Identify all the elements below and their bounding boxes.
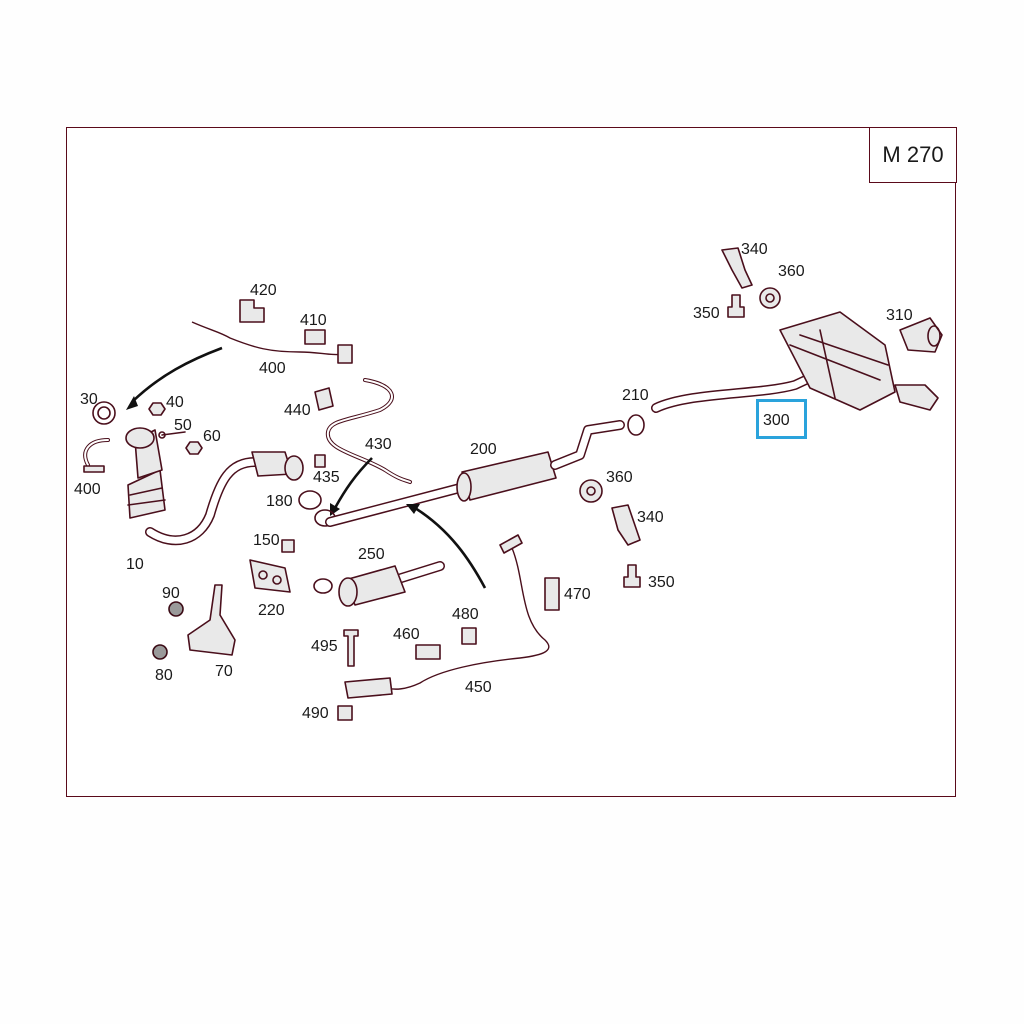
label-180[interactable]: 180 (266, 493, 293, 510)
arrowhead-clamp (330, 503, 340, 516)
part-470-bracket[interactable] (544, 577, 560, 611)
label-340a[interactable]: 340 (741, 241, 768, 258)
label-440[interactable]: 440 (284, 402, 311, 419)
part-450-sensor[interactable] (384, 534, 550, 690)
label-90[interactable]: 90 (162, 585, 180, 602)
label-50[interactable]: 50 (174, 417, 192, 434)
label-410[interactable]: 410 (300, 312, 327, 329)
label-360b[interactable]: 360 (606, 469, 633, 486)
part-490-nut[interactable] (337, 705, 353, 721)
part-430-sensor-wire[interactable] (325, 378, 412, 484)
part-310-tailpipe[interactable] (899, 317, 943, 353)
arrowhead-450 (406, 504, 420, 514)
part-220-gasket[interactable] (249, 559, 291, 593)
part-340-hanger-lower[interactable] (611, 504, 641, 546)
part-300-rear-muffler[interactable] (779, 311, 939, 411)
part-40-nut[interactable] (148, 402, 166, 416)
part-350-bolt-upper[interactable] (727, 294, 745, 318)
part-150-clamp[interactable] (281, 539, 295, 553)
part-10-front-pipe[interactable] (145, 451, 304, 546)
part-450-connector[interactable] (344, 677, 393, 699)
label-350b[interactable]: 350 (648, 574, 675, 591)
label-40[interactable]: 40 (166, 394, 184, 411)
label-250[interactable]: 250 (358, 546, 385, 563)
part-350-bolt-lower[interactable] (623, 564, 641, 588)
part-180-clamp[interactable] (298, 490, 322, 510)
part-435-clip[interactable] (314, 454, 326, 468)
part-90-bolt[interactable] (168, 601, 184, 617)
part-400-sensor-harness[interactable] (191, 321, 353, 364)
label-435[interactable]: 435 (313, 469, 340, 486)
label-340b[interactable]: 340 (637, 509, 664, 526)
label-400a[interactable]: 400 (74, 481, 101, 498)
label-495[interactable]: 495 (311, 638, 338, 655)
part-200-center-muffler[interactable] (325, 420, 625, 527)
part-50-stud[interactable] (158, 431, 186, 439)
label-70[interactable]: 70 (215, 663, 233, 680)
label-80[interactable]: 80 (155, 667, 173, 684)
label-60[interactable]: 60 (203, 428, 221, 445)
label-420[interactable]: 420 (250, 282, 277, 299)
arrow-400-to-manifold (131, 346, 223, 403)
part-360-rubber-lower[interactable] (579, 479, 603, 503)
part-manifold-catalyst[interactable] (125, 427, 166, 519)
label-300[interactable]: 300 (763, 412, 790, 429)
part-440-clip[interactable] (314, 387, 334, 411)
label-30[interactable]: 30 (80, 391, 98, 408)
arrowhead-400 (126, 396, 138, 410)
label-450[interactable]: 450 (465, 679, 492, 696)
label-400b[interactable]: 400 (259, 360, 286, 377)
label-200[interactable]: 200 (470, 441, 497, 458)
label-490[interactable]: 490 (302, 705, 329, 722)
label-350a[interactable]: 350 (693, 305, 720, 322)
arrow-to-clamp (333, 457, 373, 509)
label-460[interactable]: 460 (393, 626, 420, 643)
label-430[interactable]: 430 (365, 436, 392, 453)
part-210-clamp[interactable] (627, 414, 645, 436)
label-480[interactable]: 480 (452, 606, 479, 623)
part-70-bracket[interactable] (187, 584, 236, 656)
part-410-clip[interactable] (304, 329, 326, 345)
part-495-bolt[interactable] (343, 629, 359, 667)
part-400-sensor-left[interactable] (83, 438, 110, 473)
label-310[interactable]: 310 (886, 307, 913, 324)
part-460-clip[interactable] (415, 644, 441, 660)
part-420-clip[interactable] (239, 299, 265, 323)
label-360a[interactable]: 360 (778, 263, 805, 280)
label-210[interactable]: 210 (622, 387, 649, 404)
part-360-rubber-upper[interactable] (759, 287, 781, 309)
part-60-bolt[interactable] (185, 441, 203, 455)
label-470[interactable]: 470 (564, 586, 591, 603)
part-250-converter[interactable] (313, 561, 445, 607)
part-30-gasket[interactable] (92, 401, 116, 425)
part-210-pipe[interactable] (651, 373, 815, 413)
label-220[interactable]: 220 (258, 602, 285, 619)
part-340-hanger-upper[interactable] (721, 247, 753, 289)
part-480-clip[interactable] (461, 627, 477, 645)
highlight-part-300 (756, 399, 807, 439)
label-150[interactable]: 150 (253, 532, 280, 549)
label-10[interactable]: 10 (126, 556, 144, 573)
arrow-450-to-pipe (414, 506, 487, 589)
part-80-bolt[interactable] (152, 644, 168, 660)
model-code: M 270 (869, 127, 957, 183)
